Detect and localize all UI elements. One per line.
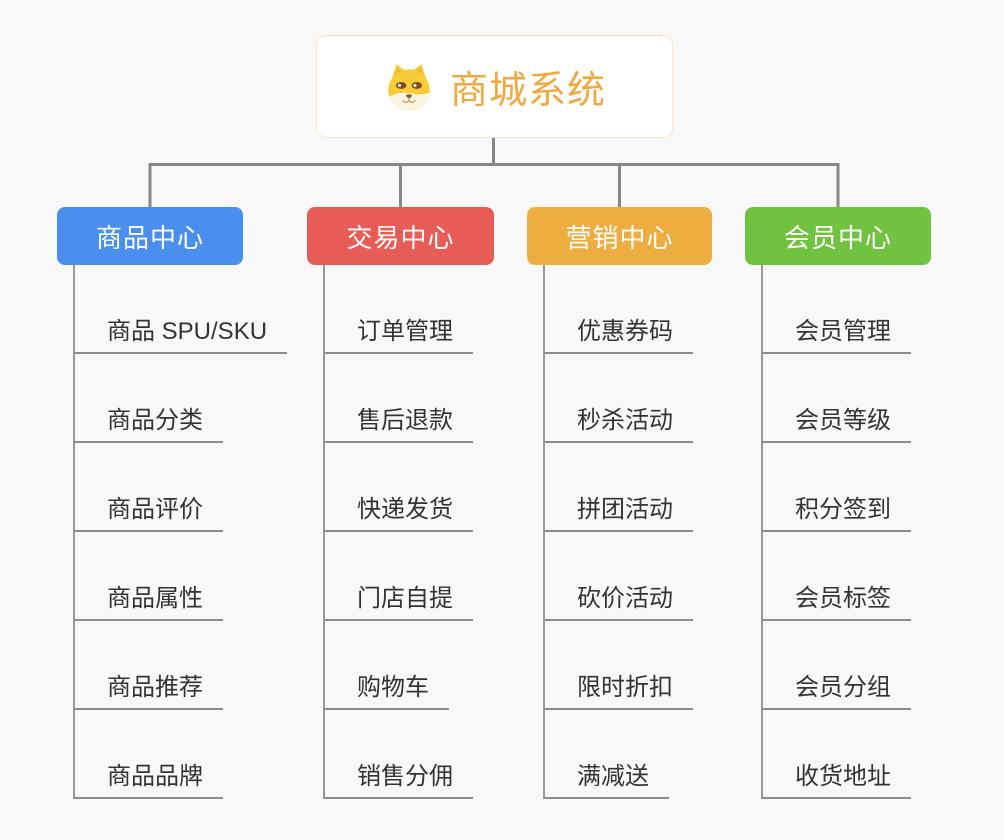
subtopic-label: 购物车: [325, 667, 449, 710]
subtopic-label: 订单管理: [325, 311, 473, 354]
subtopic[interactable]: 限时折扣: [545, 621, 693, 710]
subtopic-label: 会员管理: [763, 311, 911, 354]
branch-items-product-center: 商品 SPU/SKU 商品分类 商品评价 商品属性 商品推荐 商品品牌: [73, 265, 288, 799]
connector-lines: [148, 138, 840, 207]
subtopic[interactable]: 商品品牌: [75, 710, 287, 799]
subtopic-label: 积分签到: [763, 489, 911, 532]
subtopic[interactable]: 满减送: [545, 710, 693, 799]
branch-node-marketing-center[interactable]: 营销中心: [527, 207, 712, 265]
subtopic[interactable]: 砍价活动: [545, 532, 693, 621]
subtopic[interactable]: 秒杀活动: [545, 354, 693, 443]
subtopic[interactable]: 商品分类: [75, 354, 287, 443]
subtopic[interactable]: 会员等级: [763, 354, 911, 443]
root-node[interactable]: 商城系统: [316, 35, 673, 138]
subtopic-label: 会员分组: [763, 667, 911, 710]
subtopic-label: 商品 SPU/SKU: [75, 311, 288, 354]
subtopic[interactable]: 订单管理: [325, 265, 473, 354]
subtopic-label: 快递发货: [325, 489, 473, 532]
subtopic-label: 销售分佣: [325, 756, 473, 799]
subtopic-label: 售后退款: [325, 400, 473, 443]
branch-node-trade-center[interactable]: 交易中心: [307, 207, 494, 265]
branch-items-member-center: 会员管理 会员等级 积分签到 会员标签 会员分组 收货地址: [761, 265, 911, 799]
subtopic[interactable]: 会员分组: [763, 621, 911, 710]
subtopic[interactable]: 商品推荐: [75, 621, 287, 710]
subtopic[interactable]: 积分签到: [763, 443, 911, 532]
subtopic-label: 秒杀活动: [545, 400, 693, 443]
subtopic-label: 会员标签: [763, 578, 911, 621]
subtopic-label: 砍价活动: [545, 578, 693, 621]
subtopic[interactable]: 收货地址: [763, 710, 911, 799]
subtopic-label: 拼团活动: [545, 489, 693, 532]
branch-node-product-center[interactable]: 商品中心: [57, 207, 243, 265]
subtopic[interactable]: 会员管理: [763, 265, 911, 354]
subtopic[interactable]: 销售分佣: [325, 710, 473, 799]
branch-node-member-center[interactable]: 会员中心: [745, 207, 931, 265]
branch-marketing-center: 营销中心 优惠券码 秒杀活动 拼团活动 砍价活动 限时折扣 满减送: [527, 207, 712, 799]
subtopic[interactable]: 优惠券码: [545, 265, 693, 354]
subtopic[interactable]: 售后退款: [325, 354, 473, 443]
subtopic[interactable]: 会员标签: [763, 532, 911, 621]
subtopic-label: 商品推荐: [75, 667, 223, 710]
subtopic-label: 商品分类: [75, 400, 223, 443]
branch-product-center: 商品中心 商品 SPU/SKU 商品分类 商品评价 商品属性 商品推荐 商品品牌: [57, 207, 288, 799]
branch-member-center: 会员中心 会员管理 会员等级 积分签到 会员标签 会员分组 收货地址: [745, 207, 931, 799]
subtopic-label: 商品评价: [75, 489, 223, 532]
subtopic[interactable]: 拼团活动: [545, 443, 693, 532]
branch-trade-center: 交易中心 订单管理 售后退款 快递发货 门店自提 购物车 销售分佣: [307, 207, 494, 799]
branch-items-trade-center: 订单管理 售后退款 快递发货 门店自提 购物车 销售分佣: [323, 265, 473, 799]
subtopic-label: 优惠券码: [545, 311, 693, 354]
subtopic[interactable]: 购物车: [325, 621, 473, 710]
subtopic[interactable]: 门店自提: [325, 532, 473, 621]
subtopic[interactable]: 商品 SPU/SKU: [75, 265, 288, 354]
subtopic[interactable]: 商品属性: [75, 532, 287, 621]
dog-icon: [388, 63, 430, 111]
subtopic-label: 会员等级: [763, 400, 911, 443]
subtopic-label: 商品品牌: [75, 756, 223, 799]
subtopic-label: 收货地址: [763, 756, 911, 799]
subtopic-label: 商品属性: [75, 578, 223, 621]
subtopic-label: 限时折扣: [545, 667, 693, 710]
subtopic[interactable]: 快递发货: [325, 443, 473, 532]
root-title: 商城系统: [449, 70, 606, 112]
subtopic-label: 门店自提: [325, 578, 473, 621]
subtopic[interactable]: 商品评价: [75, 443, 287, 532]
branch-items-marketing-center: 优惠券码 秒杀活动 拼团活动 砍价活动 限时折扣 满减送: [543, 265, 693, 799]
subtopic-label: 满减送: [545, 756, 669, 799]
